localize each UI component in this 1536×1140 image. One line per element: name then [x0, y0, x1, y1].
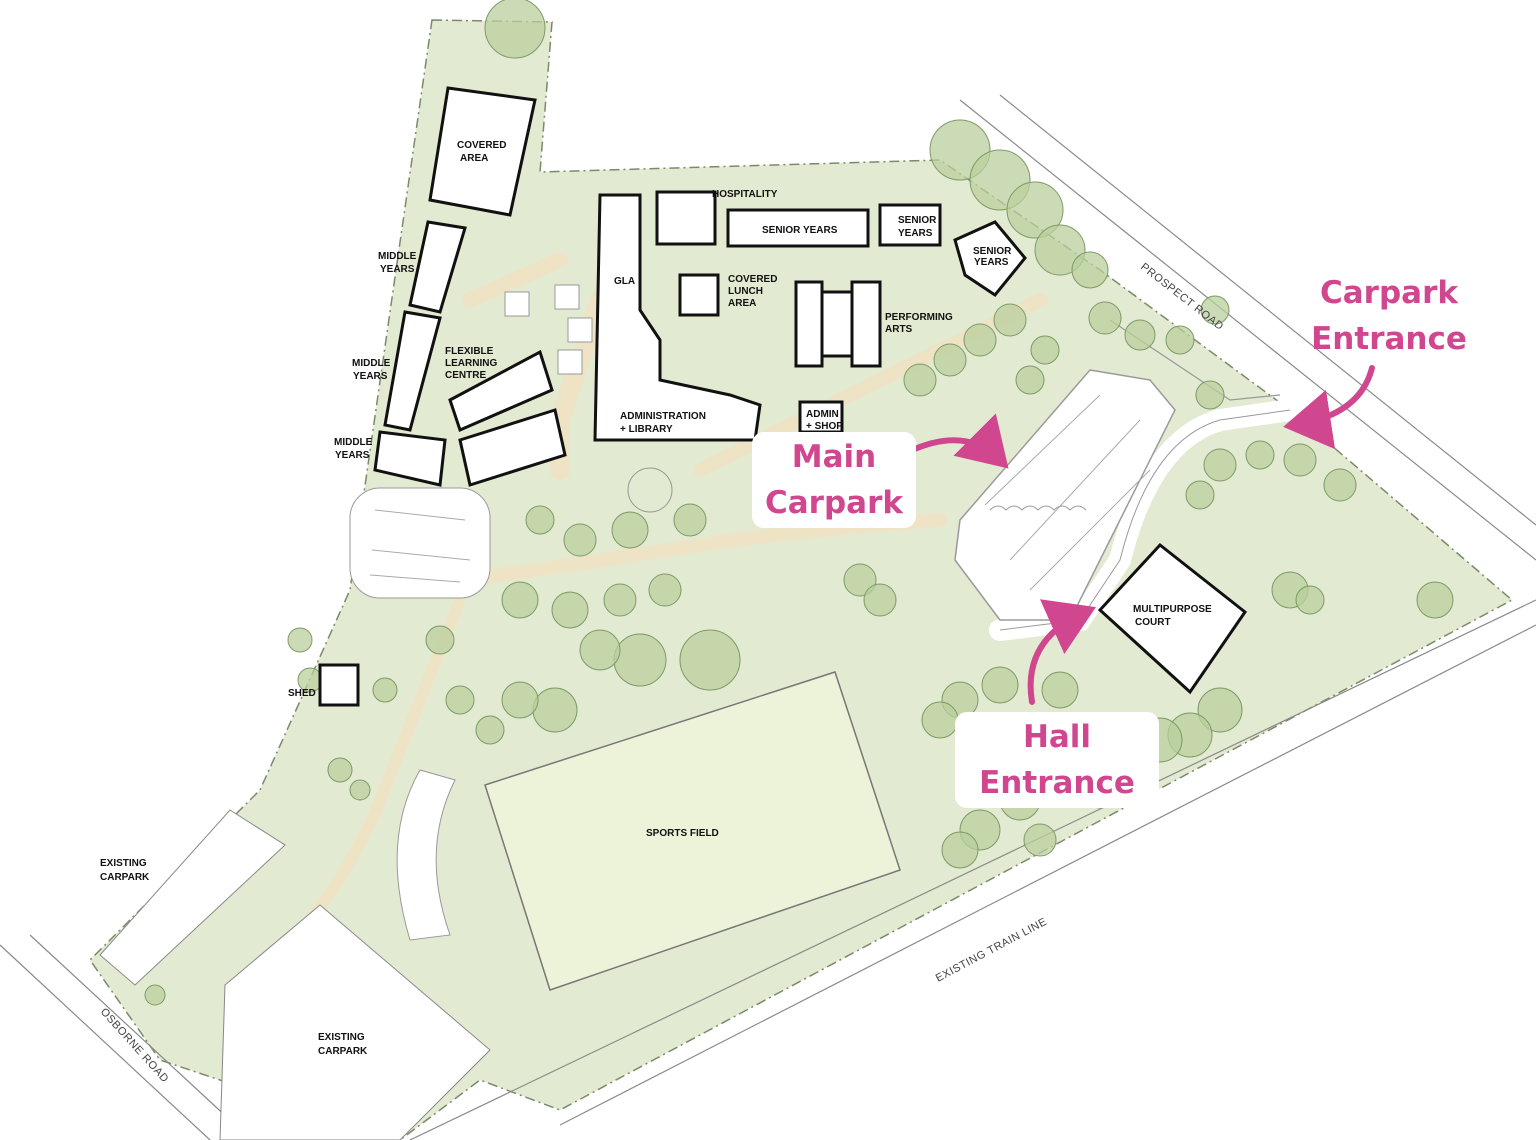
svg-text:+ LIBRARY: + LIBRARY — [620, 424, 673, 435]
label-shed: SHED — [288, 688, 316, 699]
label-administration: ADMINISTRATION — [620, 411, 706, 422]
label-senior-years-1: SENIOR YEARS — [762, 225, 838, 236]
building-hospitality — [655, 190, 717, 246]
svg-text:AREA: AREA — [728, 298, 756, 309]
label-sports-field: SPORTS FIELD — [646, 828, 719, 839]
svg-text:LEARNING: LEARNING — [445, 358, 497, 369]
building-flexible-1 — [448, 349, 554, 433]
callout-main-carpark: Main Carpark — [752, 432, 916, 528]
building-flexible-2 — [458, 408, 567, 487]
svg-text:YEARS: YEARS — [335, 450, 370, 461]
building-performing-3 — [850, 280, 882, 368]
building-middle-years-1 — [408, 220, 467, 314]
building-middle-years-3 — [373, 430, 447, 487]
label-covered-area: COVERED — [457, 140, 506, 151]
label-middle-years-1: MIDDLE — [378, 251, 417, 262]
callout-arrows — [905, 365, 1375, 705]
callout-carpark-entrance: Carpark Entrance — [1311, 275, 1467, 357]
svg-text:ARTS: ARTS — [885, 324, 913, 335]
building-covered-lunch — [678, 273, 720, 317]
building-gla-admin — [593, 193, 762, 442]
label-multipurpose-court: MULTIPURPOSE — [1133, 604, 1212, 615]
existing-carpark-west — [99, 809, 286, 986]
building-performing-2 — [820, 290, 854, 358]
label-covered-lunch: COVERED — [728, 274, 777, 285]
building-performing-1 — [794, 280, 824, 368]
label-flexible-learning: FLEXIBLE — [445, 346, 494, 357]
existing-carpark-south — [219, 904, 491, 1140]
buildings — [318, 86, 1248, 707]
building-multipurpose-court — [1097, 542, 1248, 695]
svg-text:COURT: COURT — [1135, 617, 1171, 628]
building-labels: COVERED AREA HOSPITALITY SENIOR YEARS SE… — [100, 140, 1212, 1057]
label-existing-carpark-2: EXISTING — [318, 1032, 365, 1043]
label-gla: GLA — [614, 276, 635, 287]
sports-field — [484, 671, 901, 991]
label-middle-years-2: MIDDLE — [352, 358, 391, 369]
svg-text:YEARS: YEARS — [380, 264, 415, 275]
label-performing-arts: PERFORMING — [885, 312, 953, 323]
label-senior-years-2: SENIOR — [898, 215, 937, 226]
arrow-carpark-entrance — [1283, 365, 1375, 450]
building-senior-years-2 — [878, 203, 942, 247]
label-senior-years-3: SENIOR — [973, 246, 1012, 257]
building-senior-years-1 — [726, 208, 870, 248]
west-field-parking — [396, 769, 456, 941]
svg-text:LUNCH: LUNCH — [728, 286, 763, 297]
trees — [144, 0, 1454, 1006]
building-shed — [318, 663, 360, 707]
site-ground — [89, 19, 1514, 1140]
arrow-hall-entrance — [1027, 599, 1096, 705]
svg-text:AREA: AREA — [460, 153, 488, 164]
svg-text:YEARS: YEARS — [353, 371, 388, 382]
shade-structures — [504, 284, 673, 513]
svg-text:YEARS: YEARS — [898, 228, 933, 239]
building-covered-area — [428, 86, 537, 217]
building-senior-years-3 — [953, 220, 1027, 298]
label-admin-shop: ADMIN — [806, 409, 839, 420]
svg-text:CARPARK: CARPARK — [100, 872, 150, 883]
label-train-line: EXISTING TRAIN LINE — [934, 916, 1049, 985]
main-carpark — [954, 369, 1176, 621]
svg-text:CARPARK: CARPARK — [318, 1046, 368, 1057]
label-hospitality: HOSPITALITY — [712, 189, 778, 200]
west-carpark — [349, 487, 491, 599]
svg-text:CENTRE: CENTRE — [445, 370, 486, 381]
svg-text:YEARS: YEARS — [974, 257, 1009, 268]
label-middle-years-3: MIDDLE — [334, 437, 373, 448]
svg-text:+ SHOP: + SHOP — [806, 421, 843, 432]
building-middle-years-2 — [383, 310, 442, 432]
arrow-main-carpark — [905, 413, 1009, 469]
callout-hall-entrance: Hall Entrance — [955, 712, 1159, 808]
label-existing-carpark-1: EXISTING — [100, 858, 147, 869]
